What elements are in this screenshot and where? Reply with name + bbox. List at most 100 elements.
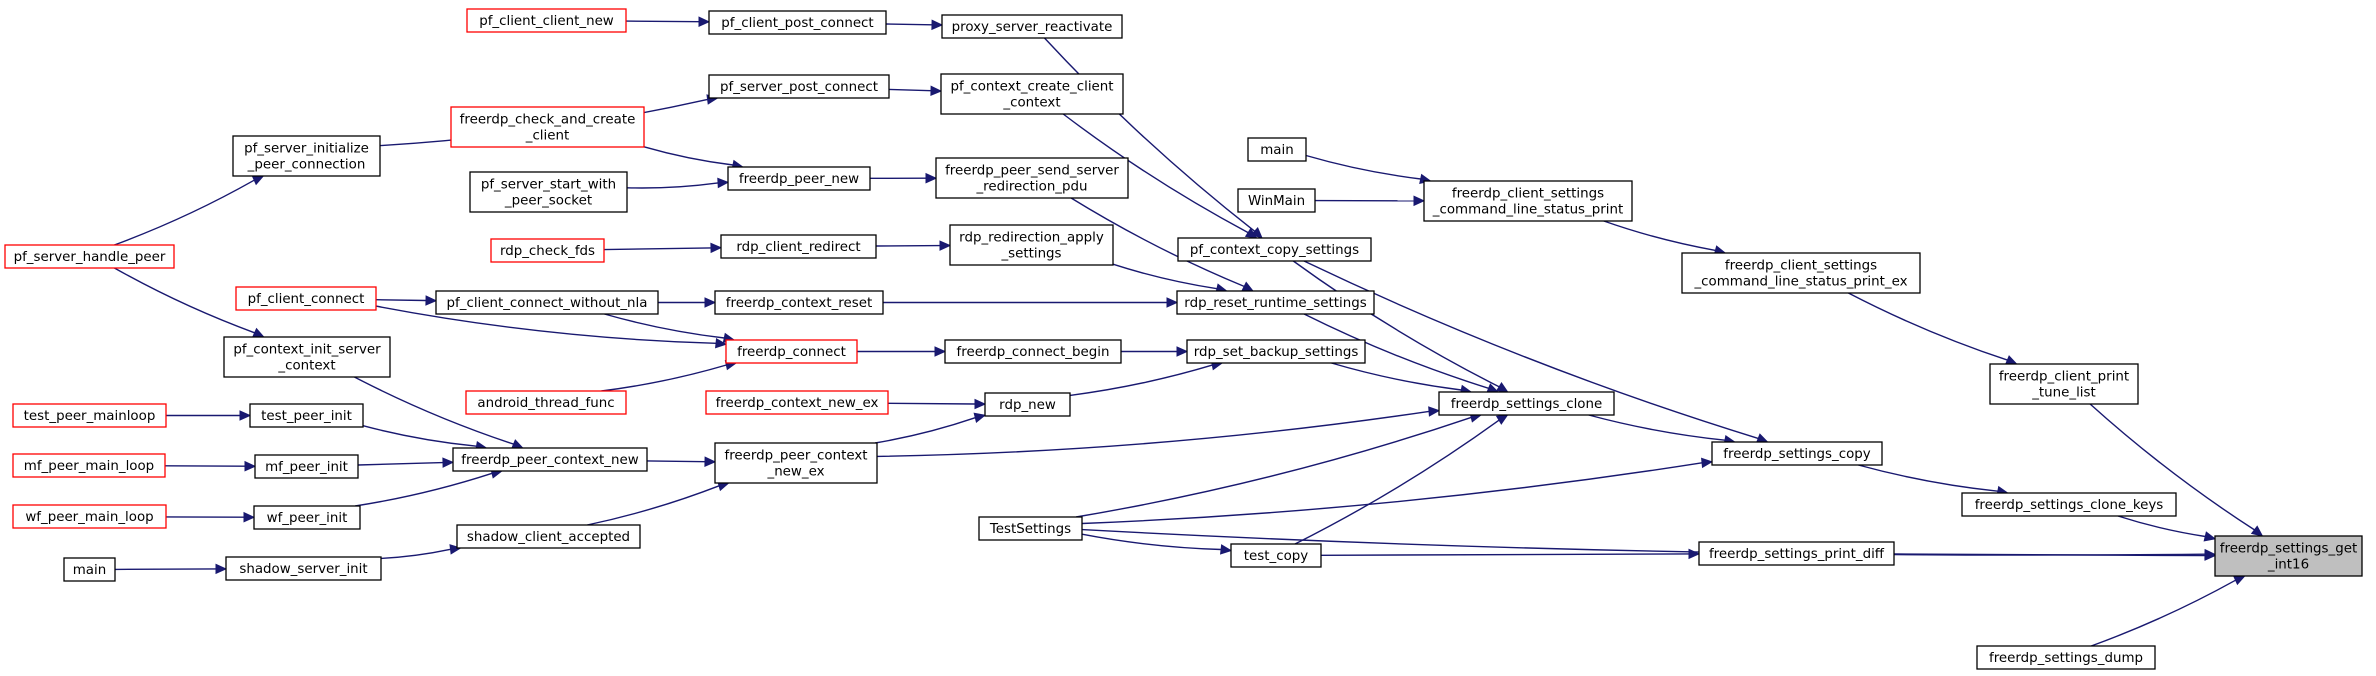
- node-pf-server-post-connect[interactable]: pf_server_post_connect: [708, 74, 890, 99]
- node-box[interactable]: [490, 238, 605, 263]
- node-box[interactable]: [1247, 137, 1307, 162]
- node-pf-client-connect[interactable]: pf_client_connect: [235, 286, 377, 311]
- node-TestSettings[interactable]: TestSettings: [978, 516, 1083, 541]
- node-box[interactable]: [727, 166, 871, 191]
- node-mf-peer-main-loop[interactable]: mf_peer_main_loop: [12, 453, 166, 478]
- node-main-bottom[interactable]: main: [63, 557, 116, 582]
- node-box[interactable]: [4, 244, 175, 269]
- node-box[interactable]: [941, 14, 1123, 39]
- node-freerdp-check-and-create[interactable]: freerdp_check_and_create_client: [450, 106, 645, 148]
- node-wf-peer-init[interactable]: wf_peer_init: [253, 505, 361, 530]
- node-box[interactable]: [1176, 290, 1375, 315]
- node-box[interactable]: [1711, 441, 1883, 466]
- node-box[interactable]: [944, 339, 1122, 364]
- node-freerdp-settings-copy[interactable]: freerdp_settings_copy: [1711, 441, 1883, 466]
- node-box[interactable]: [1423, 180, 1633, 222]
- node-freerdp-settings-dump[interactable]: freerdp_settings_dump: [1976, 645, 2156, 670]
- node-pf-server-handle-peer[interactable]: pf_server_handle_peer: [4, 244, 175, 269]
- node-box[interactable]: [452, 447, 648, 472]
- node-freerdp-context-reset[interactable]: freerdp_context_reset: [714, 290, 884, 315]
- node-test-copy[interactable]: test_copy: [1230, 543, 1322, 568]
- node-box[interactable]: [1681, 252, 1921, 294]
- node-pf-server-start-with[interactable]: pf_server_start_with_peer_socket: [469, 171, 628, 213]
- node-freerdp-peer-new[interactable]: freerdp_peer_new: [727, 166, 871, 191]
- node-box[interactable]: [253, 505, 361, 530]
- node-box[interactable]: [1961, 492, 2177, 517]
- node-box[interactable]: [254, 454, 359, 479]
- node-box[interactable]: [978, 516, 1083, 541]
- node-freerdp-peer-send-server[interactable]: freerdp_peer_send_server_redirection_pdu: [935, 157, 1129, 199]
- node-freerdp-client-settings-print-ex[interactable]: freerdp_client_settings_command_line_sta…: [1681, 252, 1921, 294]
- node-box[interactable]: [235, 286, 377, 311]
- node-rdp-client-redirect[interactable]: rdp_client_redirect: [720, 234, 877, 259]
- node-box[interactable]: [984, 392, 1071, 417]
- node-box[interactable]: [1989, 363, 2139, 405]
- node-box[interactable]: [12, 403, 167, 428]
- node-pf-client-post-connect[interactable]: pf_client_post_connect: [708, 10, 887, 35]
- node-box[interactable]: [249, 403, 364, 428]
- node-box[interactable]: [940, 73, 1124, 115]
- node-box[interactable]: [1438, 391, 1615, 416]
- node-box[interactable]: [2214, 535, 2363, 577]
- node-WinMain[interactable]: WinMain: [1237, 188, 1316, 213]
- node-pf-server-initialize[interactable]: pf_server_initialize_peer_connection: [232, 135, 381, 177]
- node-box[interactable]: [1976, 645, 2156, 670]
- node-pf-client-connect-without-nla[interactable]: pf_client_connect_without_nla: [435, 290, 659, 315]
- node-box[interactable]: [223, 336, 391, 378]
- node-wf-peer-main-loop[interactable]: wf_peer_main_loop: [12, 504, 167, 529]
- node-box[interactable]: [949, 224, 1114, 266]
- node-freerdp-settings-clone[interactable]: freerdp_settings_clone: [1438, 391, 1615, 416]
- node-box[interactable]: [708, 74, 890, 99]
- node-box[interactable]: [714, 442, 878, 484]
- node-android-thread-func[interactable]: android_thread_func: [465, 390, 627, 415]
- node-box[interactable]: [1230, 543, 1322, 568]
- node-box[interactable]: [450, 106, 645, 148]
- node-box[interactable]: [456, 524, 641, 549]
- node-freerdp-context-new-ex[interactable]: freerdp_context_new_ex: [705, 390, 889, 415]
- node-box[interactable]: [1698, 541, 1895, 566]
- node-test-peer-mainloop[interactable]: test_peer_mainloop: [12, 403, 167, 428]
- node-freerdp-settings-clone-keys[interactable]: freerdp_settings_clone_keys: [1961, 492, 2177, 517]
- node-box[interactable]: [225, 556, 382, 581]
- node-box[interactable]: [705, 390, 889, 415]
- node-box[interactable]: [708, 10, 887, 35]
- node-main-top[interactable]: main: [1247, 137, 1307, 162]
- node-box[interactable]: [465, 390, 627, 415]
- node-box[interactable]: [63, 557, 116, 582]
- node-box[interactable]: [1186, 339, 1366, 364]
- node-rdp-new[interactable]: rdp_new: [984, 392, 1071, 417]
- node-box[interactable]: [469, 171, 628, 213]
- node-box[interactable]: [1177, 237, 1372, 262]
- node-box[interactable]: [12, 453, 166, 478]
- node-box[interactable]: [232, 135, 381, 177]
- node-box[interactable]: [466, 8, 627, 33]
- node-root[interactable]: freerdp_settings_get_int16: [2214, 535, 2363, 577]
- node-pf-client-client-new[interactable]: pf_client_client_new: [466, 8, 627, 33]
- node-box[interactable]: [12, 504, 167, 529]
- node-freerdp-connect-begin[interactable]: freerdp_connect_begin: [944, 339, 1122, 364]
- node-rdp-check-fds[interactable]: rdp_check_fds: [490, 238, 605, 263]
- node-proxy-server-reactivate[interactable]: proxy_server_reactivate: [941, 14, 1123, 39]
- node-mf-peer-init[interactable]: mf_peer_init: [254, 454, 359, 479]
- node-pf-context-init-server[interactable]: pf_context_init_server_context: [223, 336, 391, 378]
- node-rdp-set-backup-settings[interactable]: rdp_set_backup_settings: [1186, 339, 1366, 364]
- node-freerdp-client-settings-print[interactable]: freerdp_client_settings_command_line_sta…: [1423, 180, 1633, 222]
- node-rdp-redirection-apply[interactable]: rdp_redirection_apply_settings: [949, 224, 1114, 266]
- node-box[interactable]: [714, 290, 884, 315]
- node-freerdp-connect[interactable]: freerdp_connect: [725, 339, 858, 364]
- node-freerdp-settings-print-diff[interactable]: freerdp_settings_print_diff: [1698, 541, 1895, 566]
- node-rdp-reset-runtime-settings[interactable]: rdp_reset_runtime_settings: [1176, 290, 1375, 315]
- node-box[interactable]: [435, 290, 659, 315]
- node-shadow-server-init[interactable]: shadow_server_init: [225, 556, 382, 581]
- node-freerdp-client-print-tune-list[interactable]: freerdp_client_print_tune_list: [1989, 363, 2139, 405]
- node-freerdp-peer-context-new-ex[interactable]: freerdp_peer_context_new_ex: [714, 442, 878, 484]
- node-box[interactable]: [720, 234, 877, 259]
- node-box[interactable]: [935, 157, 1129, 199]
- node-shadow-client-accepted[interactable]: shadow_client_accepted: [456, 524, 641, 549]
- node-test-peer-init[interactable]: test_peer_init: [249, 403, 364, 428]
- node-box[interactable]: [1237, 188, 1316, 213]
- node-pf-context-copy-settings[interactable]: pf_context_copy_settings: [1177, 237, 1372, 262]
- node-box[interactable]: [725, 339, 858, 364]
- node-pf-context-create-client[interactable]: pf_context_create_client_context: [940, 73, 1124, 115]
- node-freerdp-peer-context-new[interactable]: freerdp_peer_context_new: [452, 447, 648, 472]
